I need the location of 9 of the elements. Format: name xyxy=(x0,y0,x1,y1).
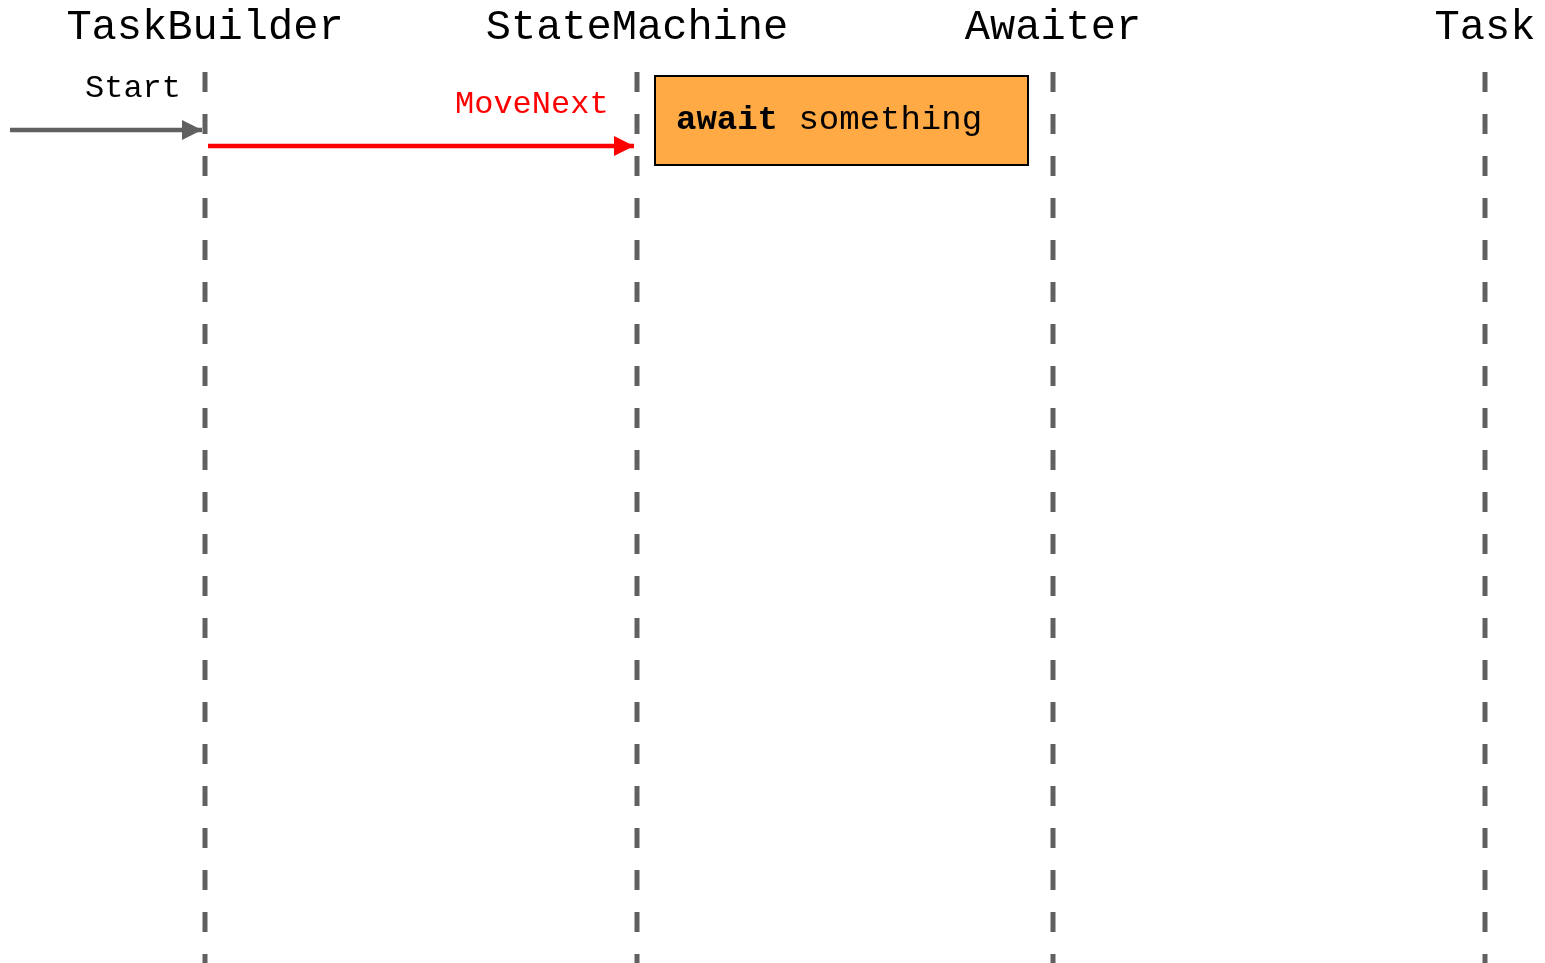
edge-label: Start xyxy=(85,70,181,108)
activation-box: await something xyxy=(654,75,1029,166)
lifeline-title: Awaiter xyxy=(963,3,1143,54)
arrow xyxy=(208,135,634,157)
arrow xyxy=(10,119,202,141)
lifeline-title: TaskBuilder xyxy=(65,3,345,54)
edge-label: MoveNext xyxy=(455,86,609,124)
lifeline-title: Task xyxy=(1433,3,1537,54)
lifeline-title: StateMachine xyxy=(484,3,790,54)
